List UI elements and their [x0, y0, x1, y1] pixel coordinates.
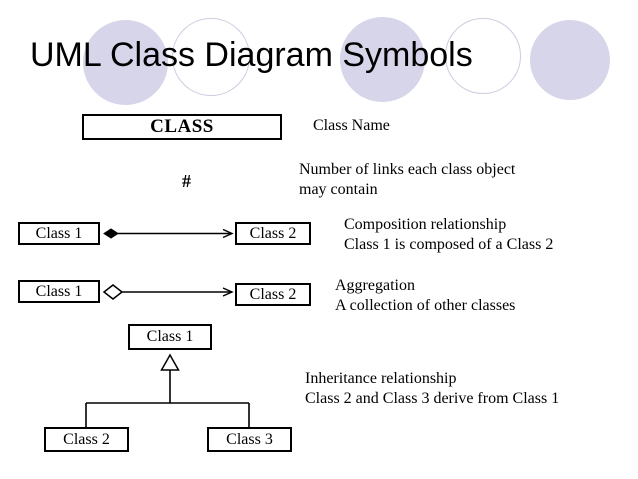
multiplicity-symbol: #	[182, 171, 191, 191]
composition-caption-line2: Class 1 is composed of a Class 2	[344, 236, 554, 253]
inheritance-caption-line2: Class 2 and Class 3 derive from Class 1	[305, 390, 560, 407]
inheritance-parent-box: Class 1	[128, 324, 212, 350]
class-name-caption-line1: Class Name	[313, 117, 390, 134]
multiplicity-caption: Number of links each class object may co…	[299, 160, 515, 200]
aggregation-hollow-diamond-icon	[102, 284, 124, 300]
composition-filled-diamond-icon	[103, 228, 119, 239]
inheritance-caption-line1: Inheritance relationship	[305, 370, 457, 387]
decor-circle-5-filled	[530, 20, 610, 100]
aggregation-target-box: Class 2	[235, 283, 311, 306]
composition-caption: Composition relationship Class 1 is comp…	[344, 215, 553, 255]
inheritance-caption: Inheritance relationship Class 2 and Cla…	[305, 369, 559, 409]
decor-circle-4-outlined	[445, 18, 521, 94]
aggregation-caption: Aggregation A collection of other classe…	[335, 276, 515, 316]
inheritance-child-right-box: Class 3	[207, 427, 292, 452]
class-name-caption: Class Name	[313, 116, 390, 136]
decor-circle-1-filled	[83, 20, 168, 105]
decor-circle-3-filled	[340, 17, 425, 102]
decor-circle-2-outlined	[172, 18, 250, 96]
composition-target-box: Class 2	[235, 222, 311, 245]
class-header-box: CLASS	[82, 114, 282, 140]
inheritance-hollow-triangle-icon	[160, 353, 180, 371]
page-title: UML Class Diagram Symbols	[30, 36, 473, 74]
multiplicity-caption-line2: may contain	[299, 181, 378, 198]
inheritance-child-left-box: Class 2	[44, 427, 129, 452]
composition-caption-line1: Composition relationship	[344, 216, 507, 233]
aggregation-source-box: Class 1	[18, 280, 100, 303]
aggregation-caption-line2: A collection of other classes	[335, 297, 516, 314]
composition-source-box: Class 1	[18, 222, 100, 245]
aggregation-caption-line1: Aggregation	[335, 277, 415, 294]
multiplicity-caption-line1: Number of links each class object	[299, 161, 516, 178]
